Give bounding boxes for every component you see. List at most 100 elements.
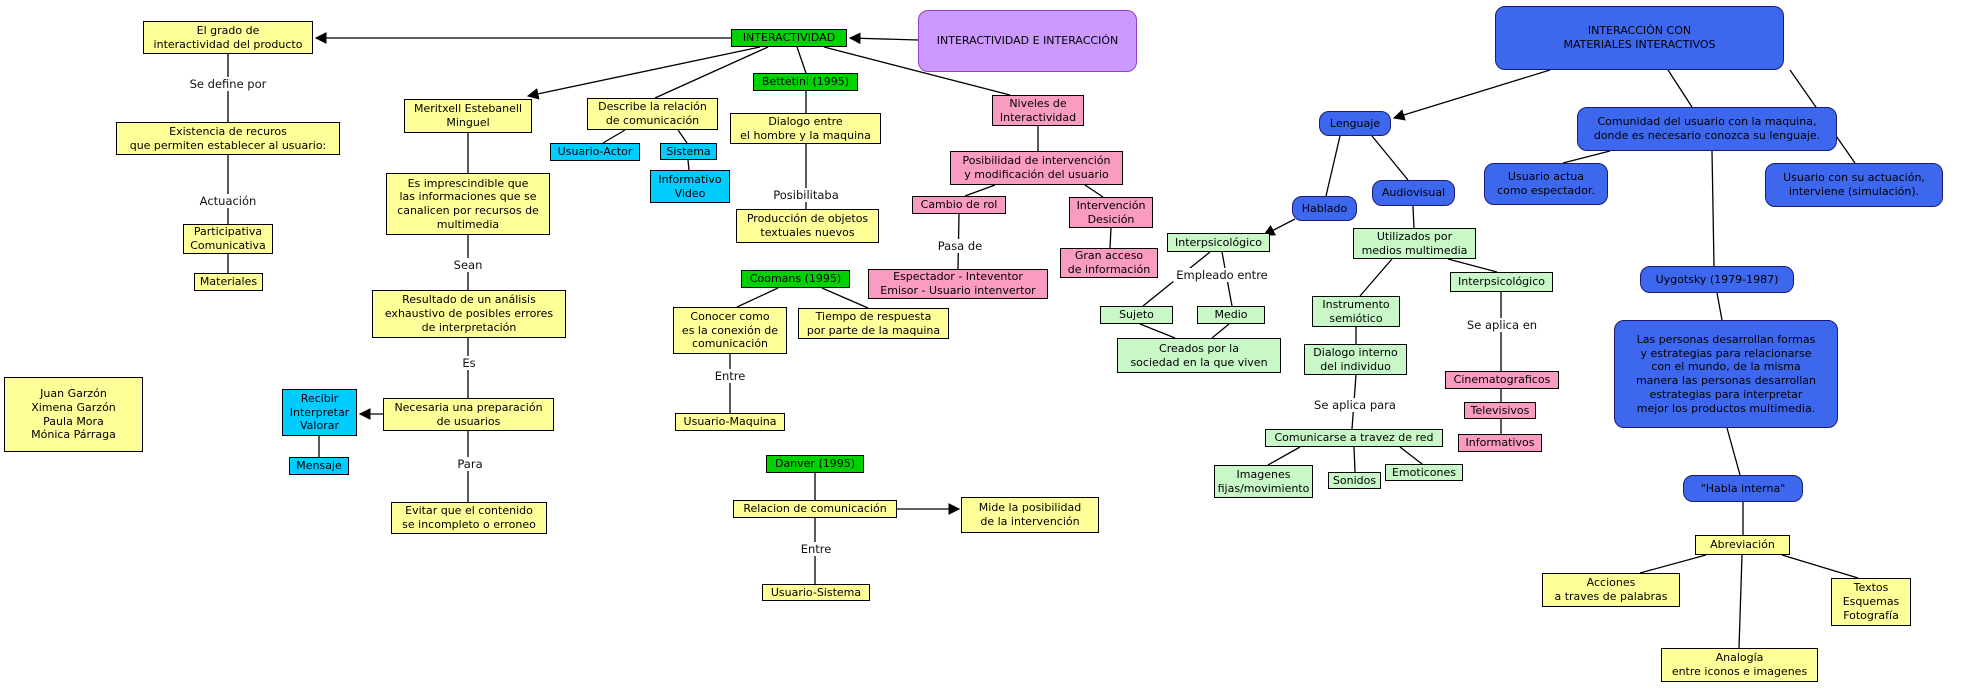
node-lenguaje[interactable]: Lenguaje [1319,111,1391,136]
node-acciones[interactable]: Acciones a traves de palabras [1542,573,1680,607]
node-tiempo[interactable]: Tiempo de respuesta por parte de la maqu… [798,308,949,339]
node-utilizados[interactable]: Utilizados por medios multimedia [1353,228,1476,259]
node-usuario-sistema[interactable]: Usuario-Sistema [762,584,870,601]
edge-comunidad-to-usuario-actua [1562,150,1611,164]
node-creados[interactable]: Creados por la sociedad en la que viven [1117,338,1281,373]
edge-audiovisual-to-utilizados [1412,205,1415,229]
node-gran-acceso[interactable]: Gran acceso de información [1060,248,1158,278]
node-usuario-actua[interactable]: Usuario actua como espectador. [1484,163,1608,205]
edge-comunidad-to-uygotsky [1711,150,1715,267]
node-posibilidad[interactable]: Posibilidad de intervención y modificaci… [950,151,1123,185]
node-cinematograficos[interactable]: Cinematograficos [1445,371,1559,389]
edge-comunicarse-to-imagenes [1267,446,1301,466]
node-main[interactable]: INTERACTIVIDAD E INTERACCIÓN [918,10,1137,72]
edge-abreviacion-to-textos [1781,554,1859,579]
node-audiovisual[interactable]: Audiovisual [1372,180,1455,206]
link-label-para[interactable]: Para [454,457,486,471]
node-textos[interactable]: Textos Esquemas Fotografía [1831,578,1911,626]
node-medio[interactable]: Medio [1197,306,1265,324]
node-materiales[interactable]: Materiales [194,273,263,291]
node-usuario-con[interactable]: Usuario con su actuación, interviene (si… [1765,163,1943,207]
node-uygotsky[interactable]: Uygotsky (1979-1987) [1640,266,1794,293]
node-bettetini[interactable]: Bettetini (1995) [753,73,858,91]
edge-interactividad-to-bettetini [796,46,807,74]
node-mide[interactable]: Mide la posibilidad de la intervención [961,497,1099,533]
node-relacion[interactable]: Relacion de comunicación [733,500,897,518]
node-usuario-maquina[interactable]: Usuario-Maquina [675,413,785,431]
link-label-pasa-de[interactable]: Pasa de [934,239,986,253]
node-describe[interactable]: Describe la relación de comunicación [587,98,718,130]
link-label-sean[interactable]: Sean [450,258,486,272]
edge-comunicarse-to-emoticones [1399,446,1423,465]
edge-describe-to-sistema [677,129,688,144]
link-label-es[interactable]: Es [459,356,479,370]
node-sistema[interactable]: Sistema [660,143,717,160]
link-label-se-aplica-para[interactable]: Se aplica para [1311,398,1399,412]
edge-hablado-to-interpsicologico-1 [1262,218,1296,236]
edge-interaccion-to-comunidad [1667,69,1693,108]
edge-medio-to-creados [1211,323,1230,339]
node-niveles[interactable]: Niveles de Interactividad [992,95,1084,126]
node-autores[interactable]: Juan Garzón Ximena Garzón Paula Mora Món… [4,377,143,452]
node-emoticones[interactable]: Emoticones [1385,464,1463,481]
link-label-posibilitaba[interactable]: Posibilitaba [770,188,842,202]
edge-interactividad-to-niveles [823,46,1011,96]
node-participativa[interactable]: Participativa Comunicativa [183,224,273,254]
node-informativo-video[interactable]: Informativo Video [650,170,730,203]
node-recibir[interactable]: Recibir Interpretar Valorar [282,389,357,436]
node-analogia[interactable]: Analogía entre iconos e imagenes [1661,648,1818,682]
node-hablado[interactable]: Hablado [1292,196,1357,221]
node-existencia[interactable]: Existencia de recuros que permiten estab… [116,122,340,155]
node-mensaje[interactable]: Mensaje [289,457,349,475]
edge-utilizados-to-interpsicologico-2 [1447,258,1498,273]
node-intervencion[interactable]: Intervención Desición [1069,197,1153,228]
link-label-entre-2[interactable]: Entre [797,542,835,556]
node-usuario-actor[interactable]: Usuario-Actor [550,143,640,161]
node-resultado[interactable]: Resultado de un análisis exhaustivo de p… [372,290,566,338]
node-interaccion[interactable]: INTERACCIÓN CON MATERIALES INTERACTIVOS [1495,6,1784,70]
edge-abreviacion-to-analogia [1738,554,1743,649]
node-comunicarse[interactable]: Comunicarse a travez de red [1265,429,1443,447]
edge-sistema-to-informativo-video [687,159,690,171]
node-comunidad[interactable]: Comunidad del usuario con la maquina, do… [1577,107,1837,151]
edge-posibilidad-to-intervencion [1084,184,1104,198]
node-cambio-rol[interactable]: Cambio de rol [912,196,1006,214]
node-evitar[interactable]: Evitar que el contenido se incompleto o … [391,502,547,534]
node-habla-interna[interactable]: "Habla interna" [1683,475,1803,502]
node-grado[interactable]: El grado de interactividad del producto [143,21,313,54]
link-label-se-aplica-en[interactable]: Se aplica en [1463,318,1541,332]
node-televisivos[interactable]: Televisivos [1464,402,1536,419]
node-interactividad[interactable]: INTERACTIVIDAD [731,29,847,47]
edge-coomans-to-conocer [736,287,779,308]
node-espectador[interactable]: Espectador - Inteventor Emisor - Usuario… [868,269,1048,299]
node-conocer[interactable]: Conocer como es la conexión de comunicac… [673,307,787,354]
edge-utilizados-to-instrumento [1359,258,1393,297]
node-produccion[interactable]: Producción de objetos textuales nuevos [736,209,879,243]
node-dialogo-interno[interactable]: Dialogo interno del individuo [1304,344,1407,375]
link-label-actuacion[interactable]: Actuación [196,194,260,208]
node-imagenes[interactable]: Imagenes fijas/movimiento [1214,465,1313,498]
link-label-entre-1[interactable]: Entre [711,369,749,383]
edge-interactividad-to-meritxell [526,46,761,100]
node-abreviacion[interactable]: Abreviación [1695,535,1790,555]
edge-comunicarse-to-sonidos [1353,446,1356,473]
edge-interactividad-to-describe [654,46,769,99]
node-sujeto[interactable]: Sujeto [1100,306,1173,324]
node-interpsicologico-1[interactable]: Interpsicológico [1167,233,1270,252]
edge-describe-to-usuario-actor [602,129,626,144]
link-label-empleado-entre[interactable]: Empleado entre [1173,268,1271,282]
node-parrafo[interactable]: Las personas desarrollan formas y estrat… [1614,320,1838,428]
node-interpsicologico-2[interactable]: Interpsicológico [1450,272,1553,292]
edge-sujeto-to-creados [1139,323,1176,339]
node-danver[interactable]: Danver (1995) [766,455,864,473]
edge-main-to-interactividad [848,32,919,45]
link-label-se-define-por[interactable]: Se define por [186,77,270,91]
node-necesaria[interactable]: Necesaria una preparación de usuarios [383,398,554,431]
node-instrumento[interactable]: Instrumento semiótico [1312,296,1400,327]
node-sonidos[interactable]: Sonidos [1328,472,1381,489]
node-coomans[interactable]: Coomans (1995) [741,270,850,288]
node-imprescindible[interactable]: Es imprescindible que las informaciones … [386,173,550,235]
node-meritxell[interactable]: Meritxell Estebanell Minguel [404,99,532,133]
node-dialogo-hombre[interactable]: Dialogo entre el hombre y la maquina [730,113,881,144]
node-informativos[interactable]: Informativos [1458,434,1542,452]
